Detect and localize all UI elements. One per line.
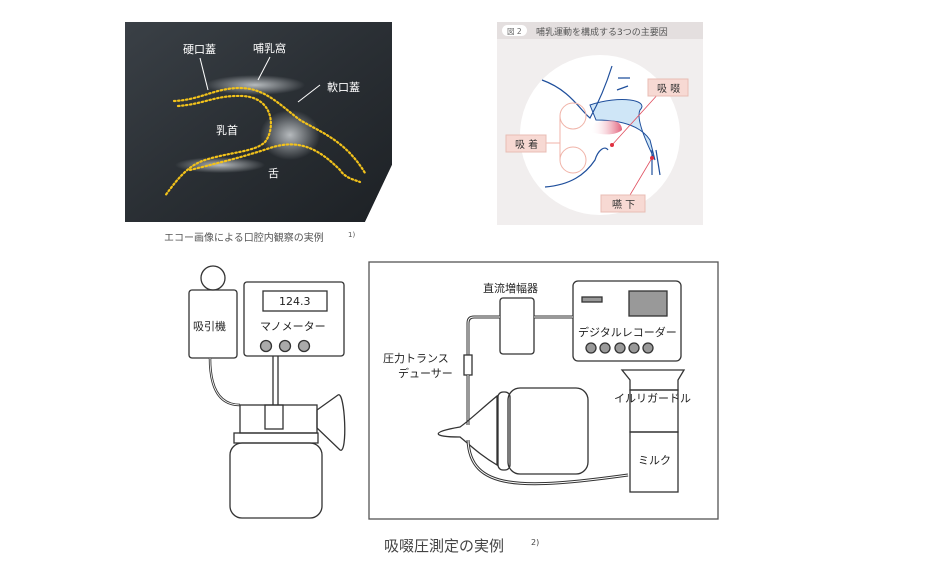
echo-caption-ref: 1) bbox=[348, 231, 355, 239]
amplifier-label: 直流増幅器 bbox=[483, 281, 538, 295]
label-tongue: 舌 bbox=[268, 167, 279, 180]
label-nipple: 乳首 bbox=[216, 123, 238, 137]
fig2-label-latch: 吸 着 bbox=[515, 138, 538, 151]
transducer-label-2: デューサー bbox=[398, 366, 453, 380]
manometer-value: 124.3 bbox=[279, 295, 311, 308]
transducer-label-1: 圧力トランス bbox=[383, 352, 449, 365]
fig2-badge: 図 2 bbox=[507, 27, 522, 36]
echo-image: 硬口蓋 哺乳窩 軟口蓋 乳首 舌 bbox=[125, 22, 392, 222]
label-nipple-cavity: 哺乳窩 bbox=[253, 41, 286, 55]
fig2-panel: 図 2 哺乳運動を構成する3つの主要因 吸 着 吸 啜 嚥 下 bbox=[497, 22, 703, 225]
milk-label: ミルク bbox=[638, 454, 671, 467]
dotted-outline bbox=[163, 86, 367, 198]
label-hard-palate: 硬口蓋 bbox=[183, 43, 216, 56]
fig2-label-swallow: 嚥 下 bbox=[612, 198, 635, 211]
main-caption-ref: 2) bbox=[531, 538, 539, 547]
pressure-setup bbox=[368, 261, 719, 520]
recorder-label: デジタルレコーダー bbox=[578, 325, 677, 339]
fig2-title: 哺乳運動を構成する3つの主要因 bbox=[536, 26, 668, 38]
main-caption: 吸啜圧測定の実例 bbox=[384, 537, 504, 555]
suction-label: 吸引機 bbox=[193, 319, 226, 333]
label-soft-palate: 軟口蓋 bbox=[327, 80, 360, 94]
irrigator-label: イルリガードル bbox=[614, 392, 691, 405]
manometer-label: マノメーター bbox=[260, 320, 326, 333]
breast-pump-setup bbox=[188, 265, 346, 519]
echo-caption: エコー画像による口腔内観察の実例 bbox=[164, 231, 324, 244]
fig2-label-suck: 吸 啜 bbox=[657, 83, 680, 95]
